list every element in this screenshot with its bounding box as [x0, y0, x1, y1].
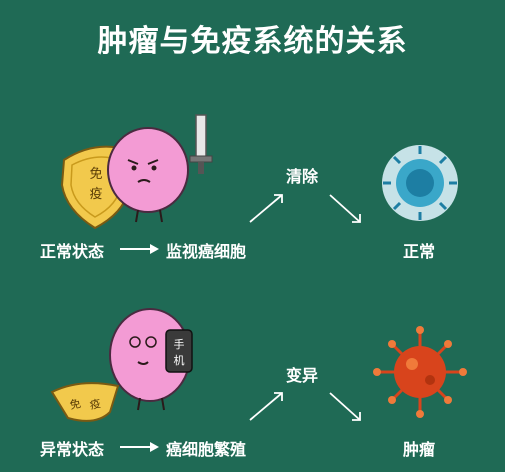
row2-middle-label: 癌细胞繁殖: [166, 440, 247, 459]
dropped-shield-char-1: 免: [68, 396, 82, 412]
sword-icon: [189, 114, 213, 174]
tumor-cell-icon: [373, 326, 467, 418]
row1-branch-label: 清除: [286, 167, 319, 186]
row1-result-label: 正常: [403, 242, 436, 261]
row1-arrow-head: [150, 244, 159, 254]
phone-char-1: 手: [174, 337, 185, 351]
immune-character: [107, 127, 189, 223]
row1-start-label: 正常状态: [40, 242, 105, 261]
normal-cell-icon: [382, 145, 458, 221]
page-title: 肿瘤与免疫系统的关系: [97, 24, 408, 59]
row2-result-label: 肿瘤: [403, 440, 436, 459]
phone-char-2: 机: [174, 353, 185, 367]
diagonal-arrows: [249, 194, 361, 421]
row2-arrow-line: [120, 446, 152, 448]
row1-arrow-line: [120, 248, 152, 250]
row1-middle-label: 监视癌细胞: [166, 242, 247, 261]
row2-arrow-head: [150, 442, 159, 452]
row2-start-label: 异常状态: [40, 440, 105, 459]
dropped-shield-char-2: 疫: [88, 396, 102, 412]
dropped-shield-icon: 免 疫: [50, 382, 120, 422]
shield-char-1: 免: [89, 167, 102, 182]
shield-char-2: 疫: [89, 186, 102, 202]
row2-branch-label: 变异: [286, 366, 319, 385]
phone-icon: 手 机: [165, 329, 193, 373]
